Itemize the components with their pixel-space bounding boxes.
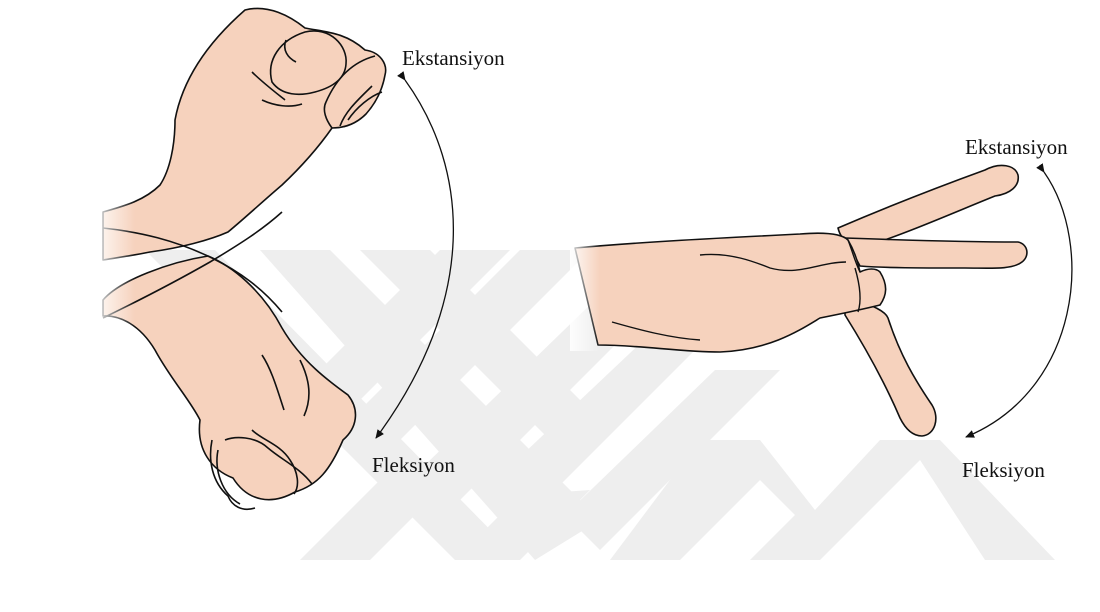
- right-hand-palm: [575, 233, 886, 352]
- right-flexed-finger: [845, 295, 936, 436]
- right-extended-finger: [838, 165, 1018, 245]
- left-arm-fade: [95, 190, 135, 330]
- right-flexion-label: Fleksiyon: [962, 460, 1045, 481]
- left-flexion-label: Fleksiyon: [372, 455, 455, 476]
- right-motion-arc: [966, 172, 1072, 437]
- left-extension-label: Ekstansiyon: [402, 48, 505, 69]
- right-arm-fade: [570, 236, 600, 351]
- left-extended-hand: [103, 8, 386, 260]
- right-straight-finger: [845, 238, 1027, 268]
- right-extension-label: Ekstansiyon: [965, 137, 1068, 158]
